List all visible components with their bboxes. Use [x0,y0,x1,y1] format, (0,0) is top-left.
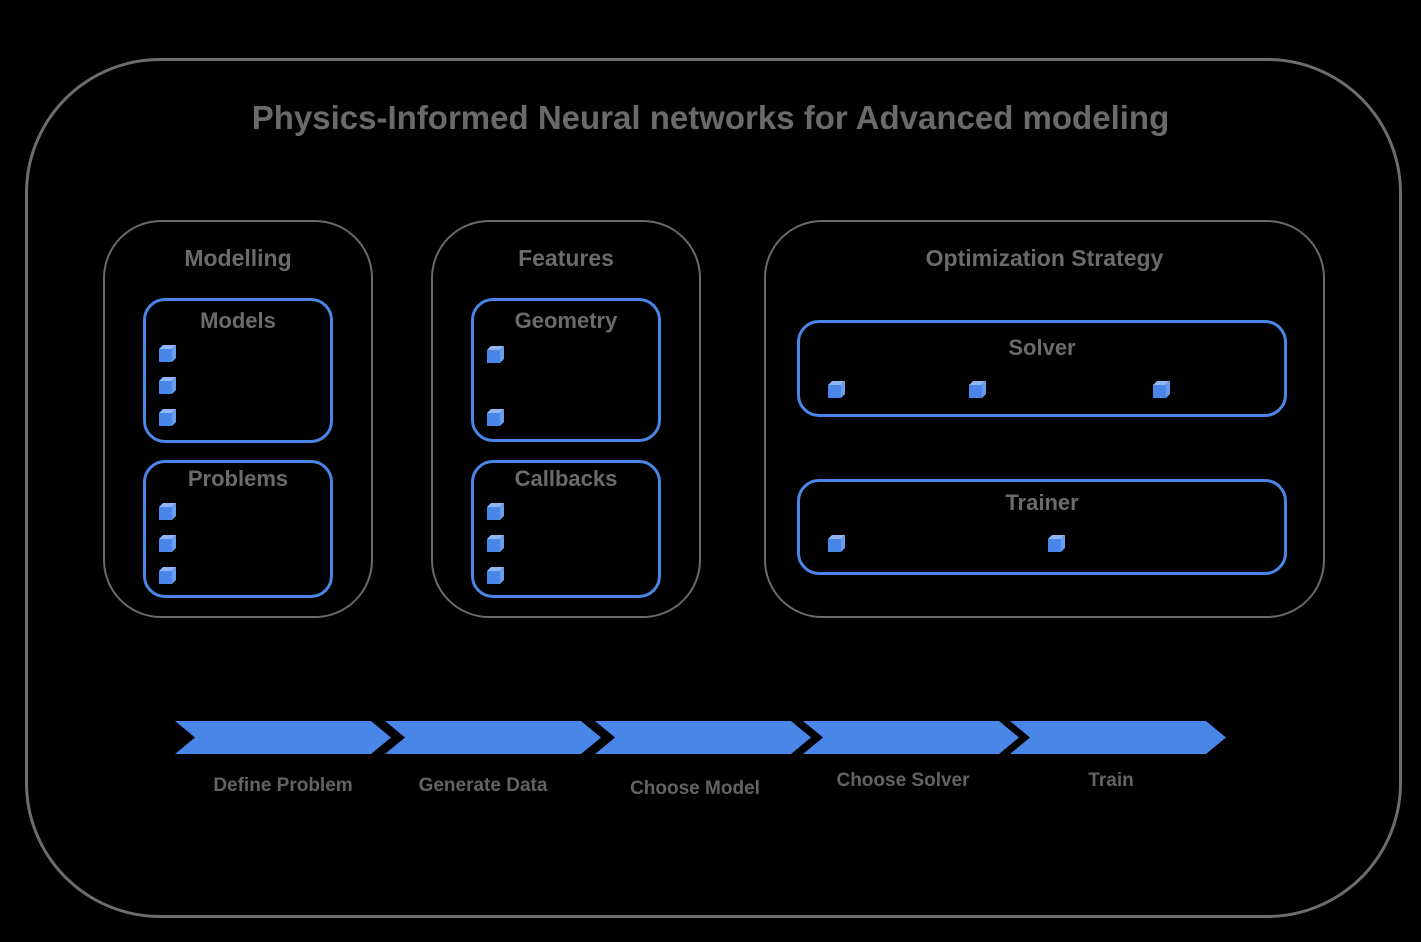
box-problems-title: Problems [187,466,289,491]
cube-bullet-icon [1153,385,1166,398]
diagram-outer-frame [25,58,1402,918]
flow-step-label-choose-solver: Choose Solver [836,770,970,791]
flow-step-label-generate-data: Generate Data [418,775,548,796]
cube-bullet-icon [487,413,500,426]
box-solver-title: Solver [1008,335,1076,360]
flow-arrow-segment [385,721,601,754]
group-features-title: Features [518,245,614,271]
box-models [143,298,333,443]
flow-arrow-segment [803,721,1019,754]
cube-bullet-icon [159,381,172,394]
cube-bullet-icon [1048,539,1061,552]
box-trainer-title: Trainer [1005,490,1079,515]
cube-bullet-icon [487,350,500,363]
group-features [431,220,701,618]
box-models-title: Models [200,308,276,333]
cube-bullet-icon [487,571,500,584]
flow-arrow-segment [1010,721,1226,754]
page-title: Physics-Informed Neural networks for Adv… [251,99,1170,136]
cube-bullet-icon [159,507,172,520]
box-geometry [471,298,661,442]
cube-bullet-icon [159,349,172,362]
box-trainer [797,479,1287,575]
cube-bullet-icon [969,385,982,398]
cube-bullet-icon [159,413,172,426]
flow-step-label-train: Train [1088,770,1134,791]
cube-bullet-icon [828,385,841,398]
group-optimization-strategy-title: Optimization Strategy [925,245,1164,271]
cube-bullet-icon [828,539,841,552]
flow-step-label-define-problem: Define Problem [213,775,353,796]
group-modelling [103,220,373,618]
group-modelling-title: Modelling [184,245,292,271]
box-solver [797,320,1287,417]
box-geometry-title: Geometry [514,308,618,333]
box-problems [143,460,333,598]
box-callbacks [471,460,661,598]
box-callbacks-title: Callbacks [514,466,618,491]
cube-bullet-icon [159,539,172,552]
flow-arrow-segment [175,721,391,754]
flow-arrow-segment [595,721,811,754]
cube-bullet-icon [159,571,172,584]
cube-bullet-icon [487,539,500,552]
cube-bullet-icon [487,507,500,520]
group-optimization-strategy [764,220,1325,618]
flow-step-label-choose-model: Choose Model [630,778,760,799]
